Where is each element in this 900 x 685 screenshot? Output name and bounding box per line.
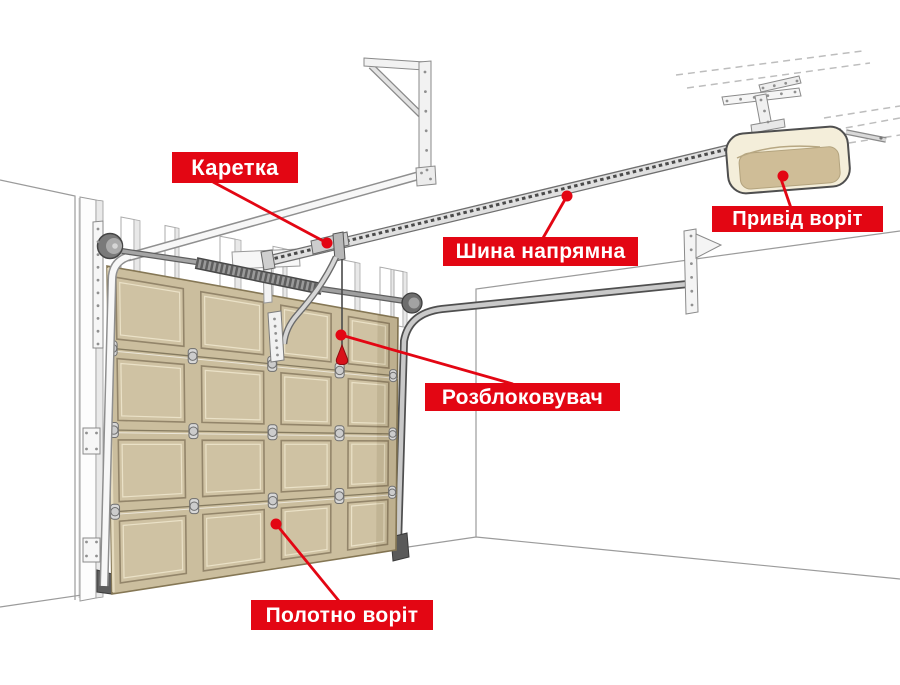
ceiling-mount	[721, 75, 802, 134]
left-horizontal-track	[126, 168, 430, 262]
label-carriage: Каретка	[172, 152, 298, 183]
opener-guide-rail	[260, 137, 759, 271]
right-track-hanger	[683, 228, 723, 315]
label-release-text: Розблоковувач	[441, 385, 604, 409]
torsion-spring-assembly	[96, 232, 423, 314]
left-track-curve	[99, 251, 132, 587]
callout-dots	[270, 170, 789, 530]
track-hanger-bracket	[363, 57, 437, 187]
release-handle	[335, 343, 349, 365]
leader-lines	[212, 178, 793, 602]
label-guide-rail: Шина напрямна	[443, 237, 638, 266]
door-leaf	[106, 265, 399, 595]
door-panels	[115, 276, 391, 584]
label-guide-rail-text: Шина напрямна	[455, 240, 626, 263]
opener-unit	[725, 125, 887, 195]
label-release: Розблоковувач	[425, 383, 620, 411]
opener-underside	[738, 146, 841, 190]
label-door-leaf-text: Полотно воріт	[265, 603, 419, 627]
perforation-holes	[85, 70, 799, 558]
label-door-leaf: Полотно воріт	[251, 600, 433, 630]
label-door-drive-text: Привід воріт	[732, 208, 863, 230]
label-door-drive: Привід воріт	[712, 206, 883, 232]
door-seams	[108, 347, 398, 516]
left-jamb	[79, 196, 113, 602]
label-carriage-text: Каретка	[191, 154, 279, 180]
door-arm	[267, 255, 339, 363]
right-track	[390, 280, 689, 562]
drive-chain	[267, 140, 758, 262]
